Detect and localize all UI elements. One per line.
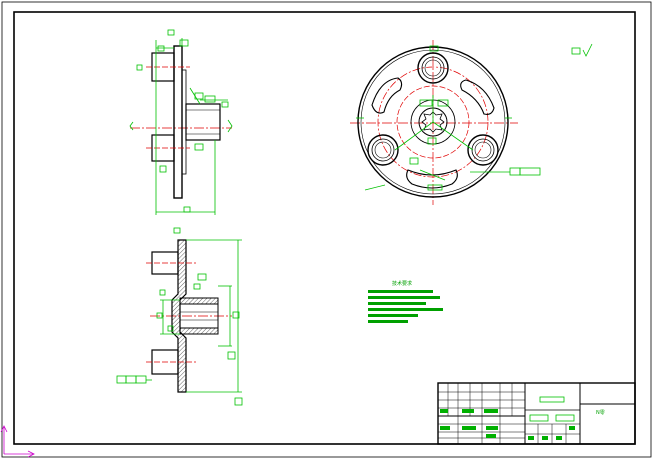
title-block: N零 — [437, 382, 636, 445]
ucs-axis-icon — [0, 425, 35, 458]
front-view — [350, 40, 593, 205]
side-view — [129, 29, 233, 215]
part-name: N零 — [596, 410, 605, 416]
flange-outer-circle — [357, 46, 509, 198]
bolt-holes — [367, 52, 499, 166]
kidney-slots — [371, 77, 495, 189]
inner-frame — [13, 11, 636, 445]
spline-bore — [421, 111, 445, 133]
notes-heading: 技术要求 — [392, 280, 412, 287]
section-view — [116, 227, 243, 406]
technical-notes: 技术要求 — [368, 280, 443, 323]
